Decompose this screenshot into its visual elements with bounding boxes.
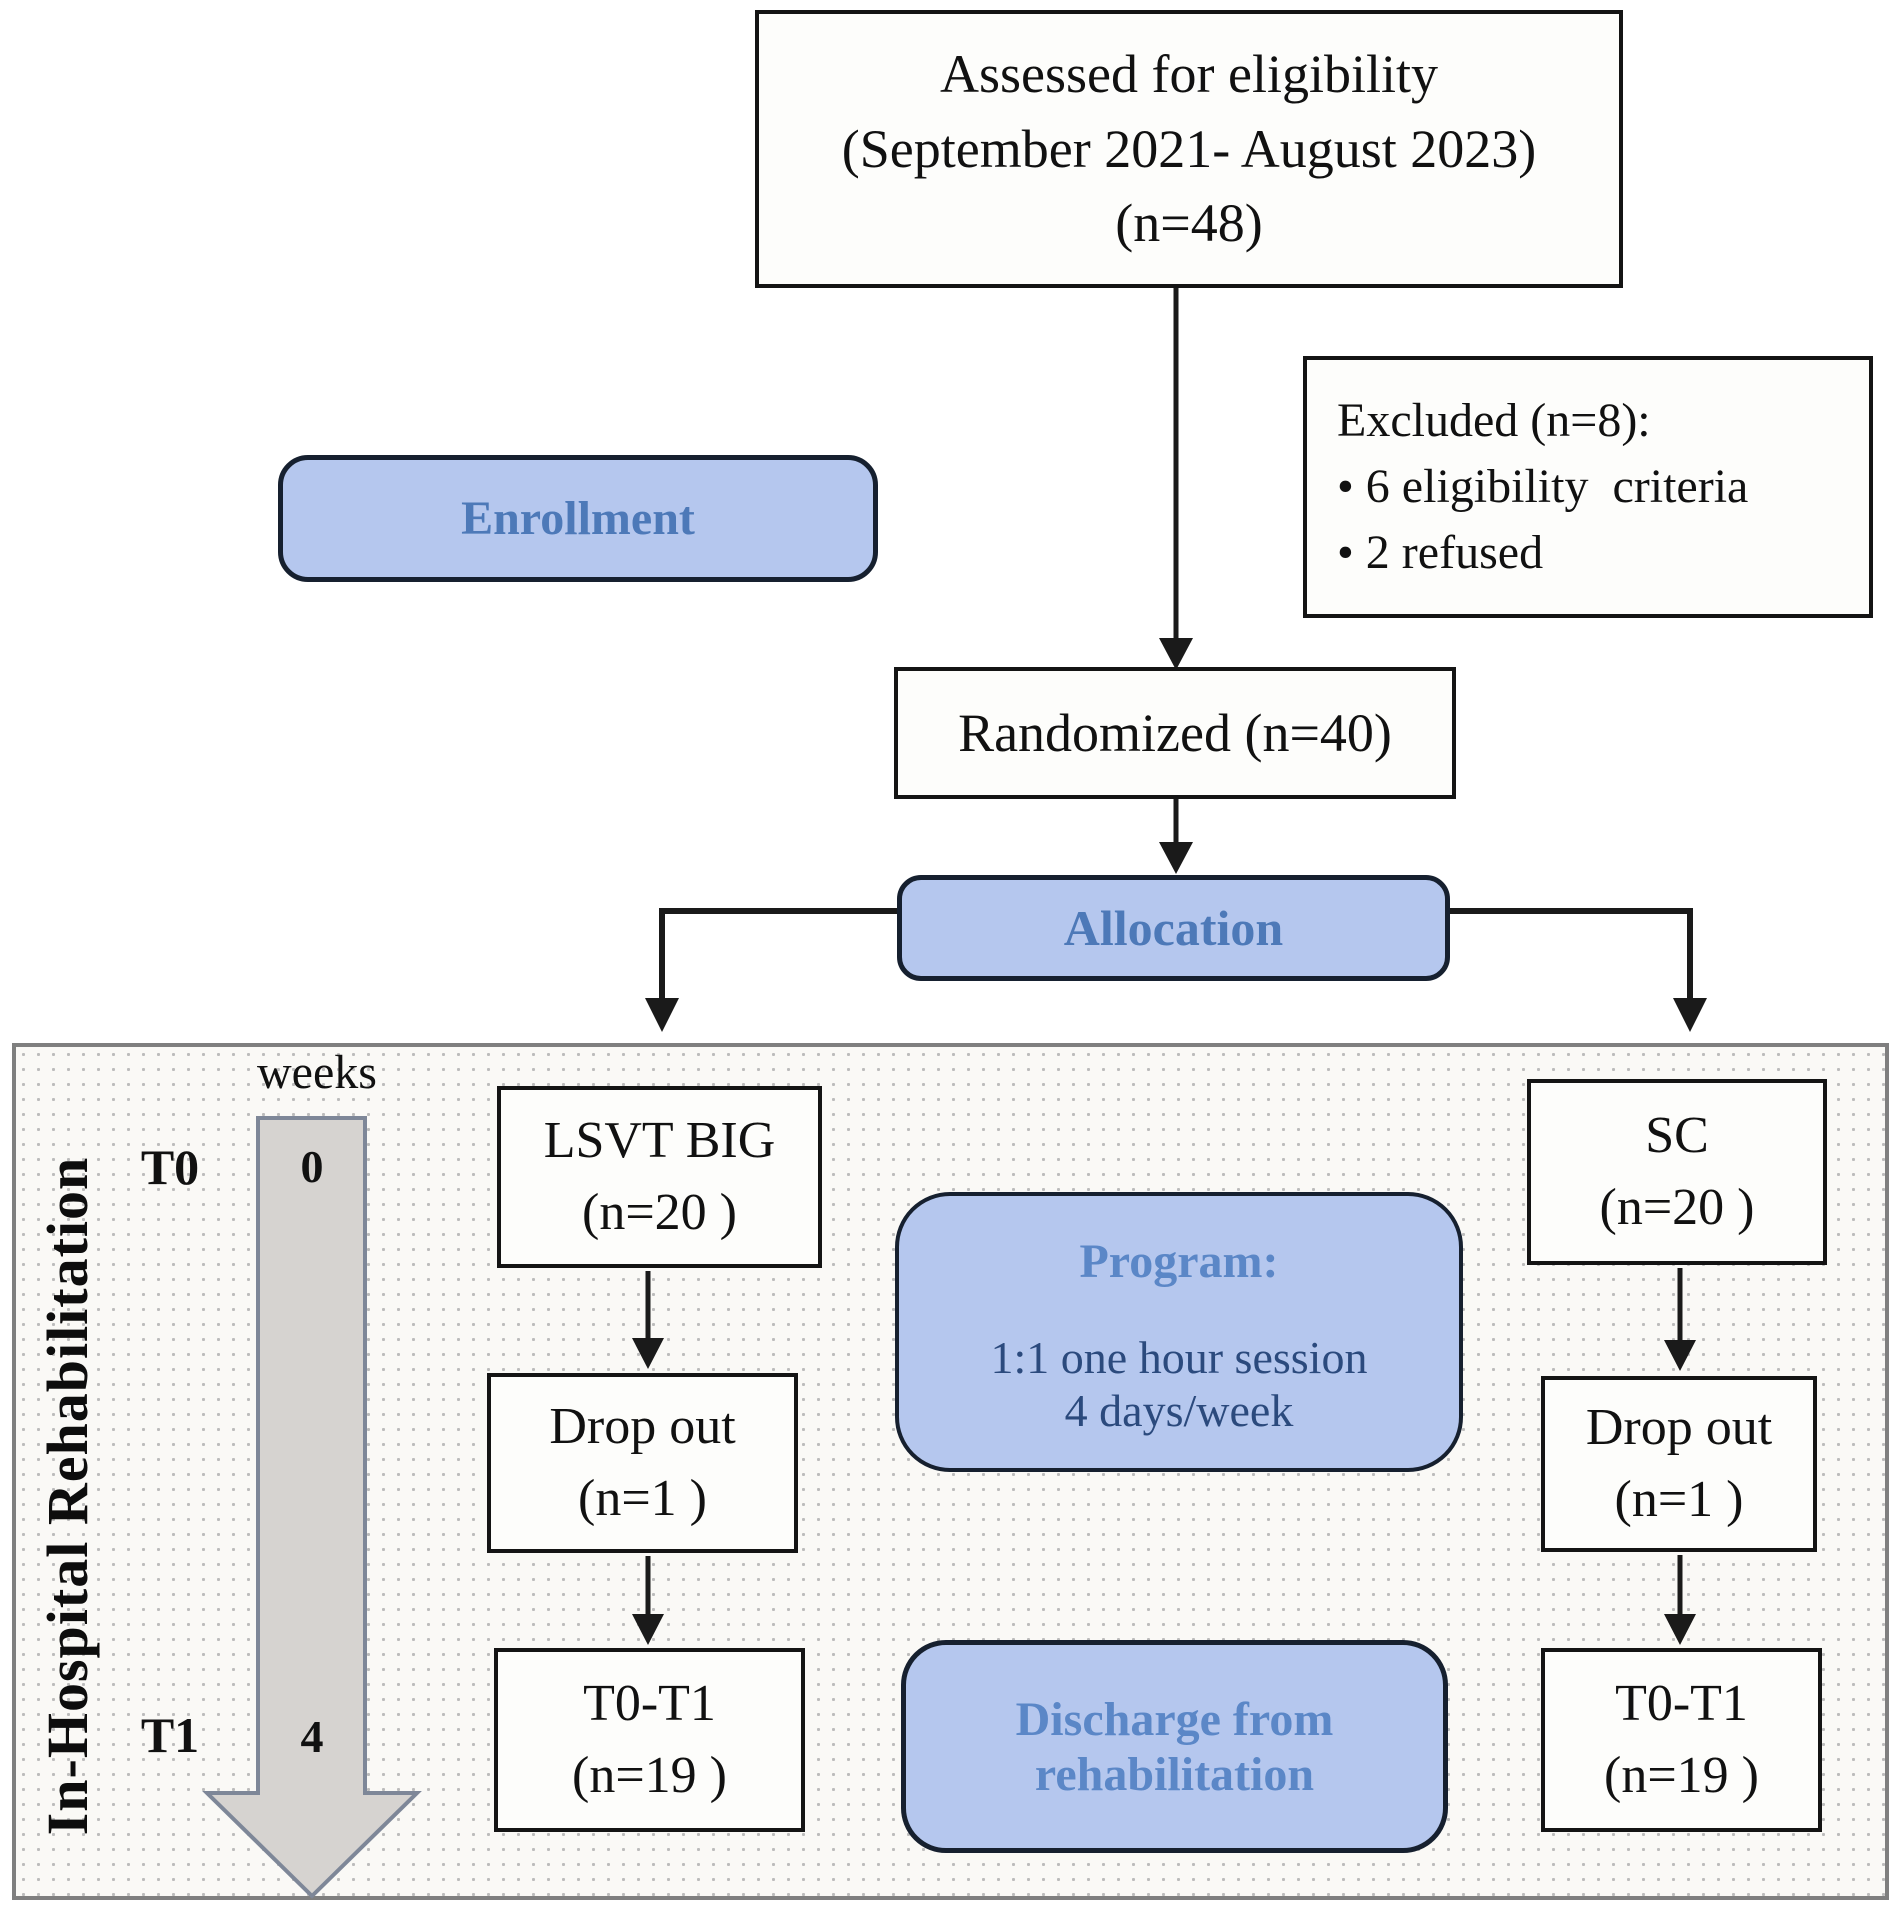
- discharge-pill: Discharge from rehabilitation: [901, 1640, 1448, 1853]
- week-4-label: 4: [300, 1711, 324, 1762]
- panel-side-label: In-Hospital Rehabilitation: [35, 1156, 100, 1836]
- sc-dropout-line2: (n=1 ): [1614, 1471, 1744, 1528]
- program-title: Program:: [1079, 1235, 1279, 1288]
- lsvt-big-group-box: LSVT BIG (n=20 ): [497, 1086, 822, 1268]
- week-0-label: 0: [300, 1141, 324, 1192]
- lsvt-dropout-box: Drop out (n=1 ): [487, 1373, 798, 1553]
- allocation-stage-pill: Allocation: [897, 875, 1450, 981]
- sc-group-box: SC (n=20 ): [1527, 1079, 1827, 1265]
- enrollment-stage-pill: Enrollment: [278, 455, 878, 582]
- lsvt-result-line1: T0-T1: [583, 1675, 716, 1733]
- sc-line2: (n=20 ): [1599, 1179, 1755, 1236]
- arrowhead-down-icon: [1159, 638, 1193, 670]
- excluded-item-1: • 6 eligibility criteria: [1337, 459, 1749, 513]
- sc-result-line2: (n=19 ): [1604, 1747, 1759, 1804]
- arrowhead-down-icon: [645, 998, 679, 1032]
- excluded-title: Excluded (n=8):: [1337, 393, 1651, 447]
- sc-line1: SC: [1645, 1107, 1709, 1165]
- discharge-line1: Discharge from: [1015, 1692, 1334, 1746]
- lsvt-big-line2: (n=20 ): [582, 1184, 737, 1241]
- assessed-box: Assessed for eligibility (September 2021…: [755, 10, 1623, 288]
- randomized-box: Randomized (n=40): [894, 667, 1456, 799]
- arrowhead-down-icon: [632, 1614, 664, 1645]
- program-line2: 4 days/week: [1064, 1385, 1294, 1436]
- weeks-label: weeks: [257, 1046, 377, 1099]
- sc-dropout-line1: Drop out: [1585, 1399, 1773, 1457]
- program-line1: 1:1 one hour session: [990, 1332, 1368, 1383]
- arrowhead-down-icon: [1664, 1340, 1696, 1371]
- enrollment-label: Enrollment: [461, 492, 695, 545]
- allocation-label: Allocation: [1063, 900, 1284, 956]
- randomized-label: Randomized (n=40): [958, 702, 1392, 763]
- lsvt-result-line2: (n=19 ): [572, 1747, 727, 1804]
- lsvt-dropout-line1: Drop out: [549, 1398, 736, 1456]
- assessed-line3: (n=48): [1115, 193, 1263, 254]
- timepoint-t0-label: T0: [140, 1139, 200, 1195]
- timepoint-t1-label: T1: [140, 1707, 200, 1763]
- timeline-weeks-arrow: [202, 1116, 422, 1899]
- excluded-item-2: • 2 refused: [1337, 526, 1544, 580]
- lsvt-dropout-line2: (n=1 ): [578, 1470, 707, 1527]
- program-pill: Program: 1:1 one hour session 4 days/wee…: [895, 1192, 1463, 1472]
- lsvt-big-line1: LSVT BIG: [543, 1112, 776, 1170]
- sc-dropout-box: Drop out (n=1 ): [1541, 1376, 1817, 1552]
- discharge-line2: rehabilitation: [1034, 1747, 1315, 1801]
- arrowhead-down-icon: [1664, 1614, 1696, 1645]
- sc-result-line1: T0-T1: [1615, 1675, 1748, 1733]
- arrowhead-down-icon: [632, 1338, 664, 1369]
- assessed-line1: Assessed for eligibility: [940, 44, 1438, 105]
- assessed-line2: (September 2021- August 2023): [841, 118, 1537, 179]
- lsvt-result-box: T0-T1 (n=19 ): [494, 1648, 805, 1832]
- sc-result-box: T0-T1 (n=19 ): [1541, 1648, 1822, 1832]
- excluded-box: Excluded (n=8): • 6 eligibility criteria…: [1303, 356, 1873, 618]
- arrowhead-down-icon: [1159, 842, 1193, 874]
- arrowhead-down-icon: [1673, 998, 1707, 1032]
